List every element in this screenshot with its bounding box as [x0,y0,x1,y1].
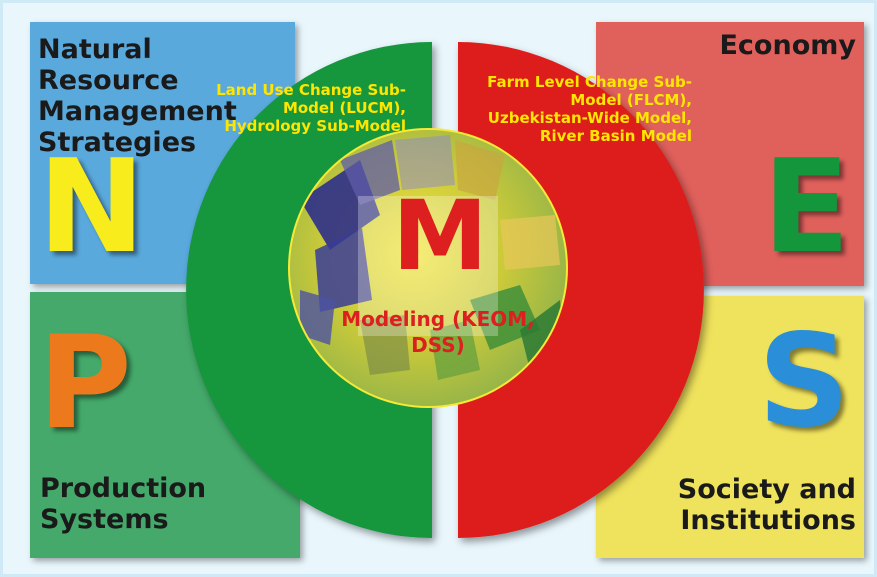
quadrant-s-title: Society and Institutions [677,474,856,536]
center-letter-m: M [392,180,488,292]
quadrant-e-title: Economy [719,30,856,61]
letter-n: N [38,133,146,282]
left-ring-submodels: Land Use Change Sub-Model (LUCM), Hydrol… [216,81,406,135]
letter-s: S [757,307,850,456]
quadrant-natural-resources: Natural Resource Management Strategies N [30,22,295,284]
center-disc-mosaic [290,130,566,406]
quadrant-n-title: Natural Resource Management Strategies [38,34,237,158]
quadrant-p-title: Production Systems [40,473,207,535]
letter-p: P [38,309,132,458]
letter-e: E [762,133,850,282]
right-ring-submodels: Farm Level Change Sub-Model (FLCM), Uzbe… [487,73,692,145]
center-modeling-label: Modeling (KEOM, DSS) [341,307,535,357]
